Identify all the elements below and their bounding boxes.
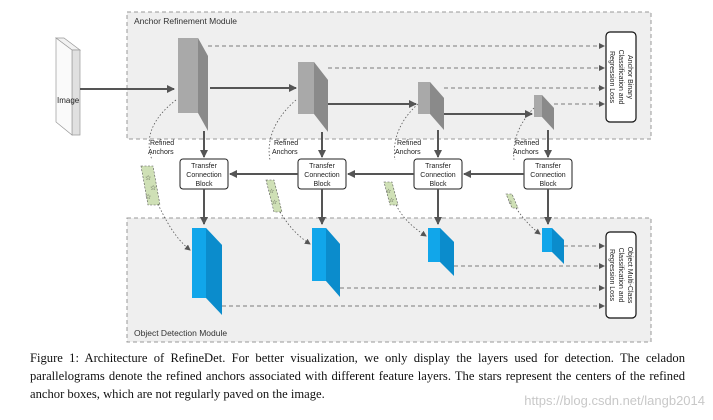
svg-text:☆: ☆ xyxy=(389,197,394,204)
svg-text:Refined: Refined xyxy=(515,140,539,147)
svg-text:Block: Block xyxy=(539,181,557,188)
arm-loss-box: Anchor Binary Classification and Regress… xyxy=(605,31,637,123)
svg-text:Anchors: Anchors xyxy=(513,149,539,156)
watermark: https://blog.csdn.net/langb2014 xyxy=(524,393,705,408)
svg-text:Transfer: Transfer xyxy=(191,163,217,170)
arm-loss-label-3: Regression Loss xyxy=(608,51,615,104)
svg-text:Refined: Refined xyxy=(274,140,298,147)
refinedet-architecture-diagram: Anchor Refinement Module Object Detectio… xyxy=(54,11,652,343)
svg-text:Block: Block xyxy=(195,181,213,188)
anchor-parallelogram-3 xyxy=(383,181,399,206)
tcb-block-2: Transfer Connection Block xyxy=(297,158,347,190)
odm-title: Object Detection Module xyxy=(134,328,227,338)
anchor-parallelogram-2 xyxy=(265,179,283,213)
anchor-parallelogram-1 xyxy=(140,165,161,206)
svg-text:Anchors: Anchors xyxy=(272,149,298,156)
odm-layer-3 xyxy=(428,228,454,276)
arm-title: Anchor Refinement Module xyxy=(134,16,237,26)
svg-text:Transfer: Transfer xyxy=(425,163,451,170)
svg-text:☆: ☆ xyxy=(269,188,274,195)
svg-text:☆: ☆ xyxy=(508,200,513,206)
arm-loss-label-1: Anchor Binary xyxy=(626,55,633,99)
arm-to-tcb-arrows xyxy=(200,130,552,158)
svg-text:☆: ☆ xyxy=(272,199,277,206)
arm-loss-connectors xyxy=(208,43,605,107)
odm-loss-connectors xyxy=(222,243,605,309)
svg-text:Connection: Connection xyxy=(304,172,340,179)
figure-caption: Figure 1: Architecture of RefineDet. For… xyxy=(30,351,685,401)
svg-text:Transfer: Transfer xyxy=(535,163,561,170)
svg-text:☆: ☆ xyxy=(386,188,391,195)
arm-layer-2 xyxy=(298,62,328,132)
tcb-to-odm-arrows xyxy=(200,189,552,225)
image-label: Image xyxy=(57,96,80,105)
svg-text:Block: Block xyxy=(313,181,331,188)
svg-text:Connection: Connection xyxy=(186,172,222,179)
svg-text:☆: ☆ xyxy=(145,174,151,182)
svg-text:Connection: Connection xyxy=(530,172,566,179)
tcb-block-3: Transfer Connection Block xyxy=(413,158,463,190)
arm-layer-3 xyxy=(418,82,444,130)
odm-loss-label-1: Object Multi-Class xyxy=(626,247,633,304)
svg-text:Refined: Refined xyxy=(150,140,174,147)
svg-text:Transfer: Transfer xyxy=(309,163,335,170)
tcb-block-4: Transfer Connection Block xyxy=(523,158,573,190)
arm-loss-label-2: Classification and xyxy=(617,50,624,105)
refined-anchors-4: Refined Anchors ☆ xyxy=(505,107,541,235)
odm-loss-box: Object Multi-Class Classification and Re… xyxy=(605,231,637,319)
input-image: Image xyxy=(54,37,82,136)
svg-text:Block: Block xyxy=(429,181,447,188)
refined-anchors-1: Refined Anchors ☆ ☆ ☆ xyxy=(140,99,191,251)
svg-text:☆: ☆ xyxy=(145,193,151,201)
odm-layer-1 xyxy=(192,228,222,315)
odm-layer-2 xyxy=(312,228,340,297)
svg-text:Anchors: Anchors xyxy=(395,149,421,156)
arm-layer-4 xyxy=(534,95,554,130)
odm-loss-label-2: Classification and xyxy=(617,248,624,303)
odm-loss-label-3: Regression Loss xyxy=(608,249,615,302)
refined-anchors-2: Refined Anchors ☆ ☆ xyxy=(265,99,311,245)
odm-layer-4 xyxy=(542,228,564,264)
refined-anchors-3: Refined Anchors ☆ ☆ xyxy=(383,103,427,237)
arm-layer-1 xyxy=(178,38,208,131)
svg-text:☆: ☆ xyxy=(150,184,156,192)
svg-text:Anchors: Anchors xyxy=(148,149,174,156)
tcb-block-1: Transfer Connection Block xyxy=(179,158,229,190)
svg-text:Refined: Refined xyxy=(397,140,421,147)
svg-text:Connection: Connection xyxy=(420,172,456,179)
anchor-parallelogram-4 xyxy=(505,193,519,209)
arm-module-box xyxy=(126,11,652,140)
